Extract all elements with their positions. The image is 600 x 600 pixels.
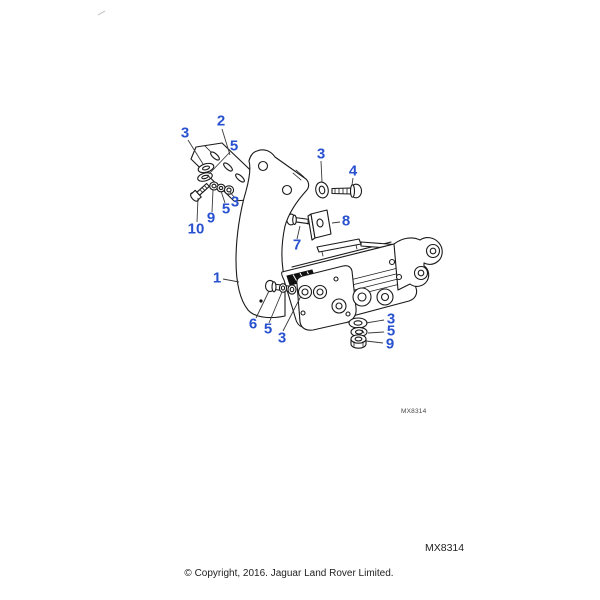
flat-washer-part-3-top (223, 185, 235, 195)
callout-number-9: 9 (207, 210, 215, 227)
spring-washer-part-5-top (216, 183, 226, 193)
callout-number-3: 3 (231, 194, 239, 211)
housing-assembly (281, 237, 443, 331)
spacer-block-part-8 (307, 209, 332, 241)
leader-line (268, 291, 283, 324)
leader-line (331, 221, 341, 224)
callout-number-10: 10 (188, 221, 205, 238)
callout-number-5: 5 (230, 138, 238, 155)
spring-washer-top-left (197, 172, 213, 182)
leader-line (196, 197, 199, 223)
leader-line (221, 128, 231, 156)
right-end-bracket (388, 237, 443, 291)
front-plate (296, 265, 357, 331)
drawing-code-large: MX8314 (425, 542, 465, 554)
callout-number-4: 4 (349, 163, 358, 180)
callout-number-3: 3 (181, 125, 189, 142)
leader-line (320, 160, 323, 183)
leader-line (211, 189, 214, 213)
bracket-hole-dot (259, 299, 263, 303)
hardware-stack-bottom-right (348, 317, 368, 349)
callout-number-1: 1 (213, 270, 221, 287)
flat-washer-top-left (197, 162, 215, 174)
nut-part-9-stack (350, 334, 367, 349)
leader-line (367, 331, 385, 334)
callout-number-5: 5 (222, 201, 230, 218)
callout-number-5: 5 (387, 323, 395, 340)
leader-line (229, 191, 235, 198)
leader-line (282, 295, 302, 332)
leader-line (187, 139, 204, 165)
flat-washer-part-3-right (315, 181, 329, 199)
copyright-text: © Copyright, 2016. Jaguar Land Rover Lim… (184, 568, 394, 579)
bolt-part-4 (331, 183, 363, 199)
callout-number-5: 5 (264, 321, 272, 338)
callout-number-9: 9 (386, 336, 394, 353)
spring-washer-part-5-stack (350, 326, 368, 338)
flat-washer-part-3-stack (348, 317, 368, 329)
pivot-washers (352, 287, 394, 307)
leader-line (365, 319, 385, 324)
registration-tick (97, 10, 106, 16)
callout-number-3: 3 (387, 311, 395, 328)
drawing-code-small: MX8314 (401, 408, 427, 415)
callout-number-2: 2 (217, 113, 225, 130)
leader-line (208, 151, 231, 175)
leader-line (220, 190, 226, 204)
leader-line (296, 225, 301, 240)
leader-line (255, 290, 270, 319)
nut-part-9-top (209, 181, 219, 191)
pedal-bracket-part-1 (235, 149, 310, 319)
callout-number-7: 7 (293, 237, 301, 254)
callout-number-3: 3 (278, 330, 286, 347)
leader-line (222, 278, 240, 283)
leader-line (365, 340, 384, 344)
leader-line (351, 177, 354, 186)
callout-number-8: 8 (342, 213, 350, 230)
callout-number-3: 3 (317, 146, 325, 163)
callout-number-6: 6 (249, 316, 257, 333)
bolt-part-6-assembly (264, 279, 297, 295)
bolt-part-10 (190, 182, 210, 202)
